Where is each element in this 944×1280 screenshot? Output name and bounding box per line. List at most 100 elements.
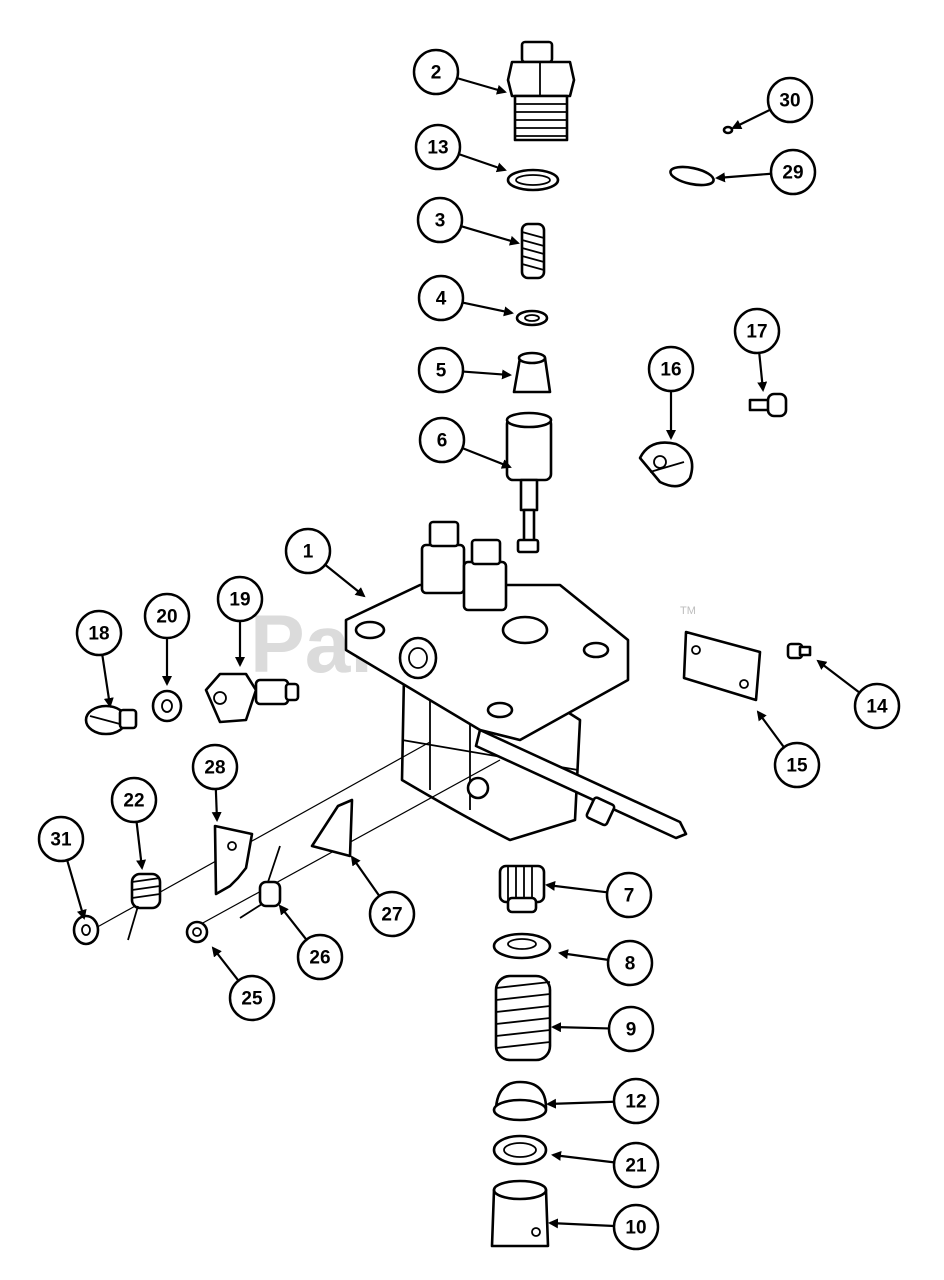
callout-label-13: 13 [427,138,448,159]
callout-layer: 2 13 3 4 5 6 1 30 29 17 16 19 20 18 14 15 28 22 31 27 26 25 7 8… [37,48,901,1251]
part-4-washer [515,309,549,327]
callout-label-16: 16 [660,360,681,381]
callout-3: 3 [416,196,520,246]
callout-18: 18 [75,609,123,708]
callout-13: 13 [414,123,507,173]
callout-label-21: 21 [625,1156,647,1177]
callout-leader-12 [546,1098,615,1109]
callout-leader-6 [462,447,512,469]
callout-label-18: 18 [88,624,109,645]
callout-31: 31 [37,815,87,920]
callout-6: 6 [418,416,512,469]
part-28-lever-plate [213,824,254,896]
callout-circle-13 [414,123,462,171]
callout-label-9: 9 [626,1020,637,1041]
callout-leader-30 [731,108,771,129]
callout-circle-8 [606,939,654,987]
part-16-lever [638,441,694,488]
callout-label-31: 31 [50,830,72,851]
callout-circle-19 [216,575,264,623]
callout-label-14: 14 [866,697,888,718]
part-9-plunger-spring [494,974,552,1062]
callout-circle-7 [605,871,653,919]
callout-circle-30 [766,76,814,124]
callout-15: 15 [756,710,821,789]
part-27-bracket [310,798,354,858]
part-7-pinion [498,864,546,914]
callout-label-22: 22 [123,791,144,812]
callout-leader-3 [460,225,520,246]
part-10-tappet [490,1179,550,1248]
part-6-plunger [505,411,553,554]
callout-label-10: 10 [625,1218,646,1239]
callout-22: 22 [110,776,158,870]
callout-leader-27 [350,855,381,897]
callout-label-26: 26 [309,948,330,969]
callout-leader-18 [101,654,114,708]
callout-circle-22 [110,776,158,824]
callout-leader-31 [66,859,87,920]
callout-leader-9 [551,1022,610,1033]
callout-leader-17 [757,352,768,392]
callout-circle-9 [607,1005,655,1053]
callout-9: 9 [551,1005,655,1053]
callout-leader-22 [135,821,147,870]
callout-circle-28 [191,743,239,791]
callout-label-25: 25 [241,989,263,1010]
callout-leader-5 [462,369,512,380]
callout-label-6: 6 [437,431,448,452]
callout-leader-1 [324,563,366,598]
callout-29: 29 [715,148,817,196]
callout-circle-21 [612,1141,660,1189]
callout-leader-7 [545,881,608,894]
callout-label-3: 3 [435,211,446,232]
callout-label-1: 1 [303,542,314,563]
callout-19: 19 [216,575,264,667]
part-18-screw [84,704,138,736]
callout-circle-2 [412,48,460,96]
part-2-delivery-valve-holder [506,40,576,142]
callout-label-2: 2 [431,63,442,84]
callout-label-19: 19 [229,590,250,611]
callout-circle-25 [228,974,276,1022]
callout-circle-16 [647,345,695,393]
callout-26: 26 [278,904,344,981]
callout-circle-14 [853,682,901,730]
callout-circle-5 [417,346,465,394]
callout-leader-4 [462,301,514,317]
part-13-gasket [506,168,560,192]
callout-leader-25 [211,946,240,982]
callout-circle-3 [416,196,464,244]
callout-label-17: 17 [746,322,767,343]
callout-leader-14 [816,659,861,694]
callout-leader-13 [458,153,507,173]
watermark-trademark: TM [680,605,696,617]
callout-8: 8 [558,939,654,987]
part-22-spring [127,872,162,941]
callout-leader-29 [715,172,772,183]
callout-label-4: 4 [436,289,447,310]
part-31-nut [72,914,100,946]
callout-circle-12 [612,1077,660,1125]
callout-label-20: 20 [156,607,177,628]
callout-circle-18 [75,609,123,657]
part-14-screw [786,642,812,660]
callout-label-27: 27 [381,905,402,926]
part-3-spring [520,222,546,280]
part-20-washer [151,689,183,723]
callout-27: 27 [350,855,416,938]
callout-leader-10 [548,1218,615,1229]
callout-label-5: 5 [436,361,447,382]
callout-leader-15 [756,710,785,748]
callout-leader-28 [211,788,222,822]
callout-circle-29 [769,148,817,196]
callout-circle-10 [612,1203,660,1251]
part-25-washer [185,920,209,944]
callout-leader-26 [278,904,308,941]
callout-label-30: 30 [779,91,800,112]
callout-4: 4 [417,274,514,322]
callout-28: 28 [191,743,239,822]
callout-label-7: 7 [624,886,635,907]
part-1-pump-body [344,520,688,842]
